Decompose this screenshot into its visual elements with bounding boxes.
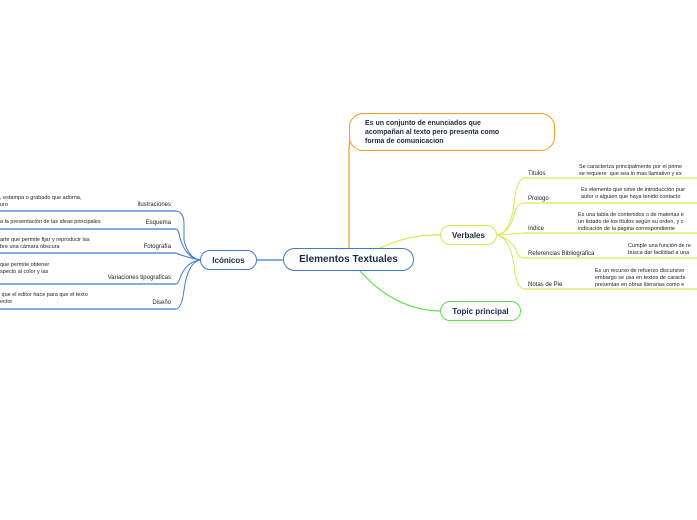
iconicos-item-label[interactable]: Variaciones tipograficas	[107, 275, 171, 281]
iconicos-item-text: que permite obtener specto al color y la…	[0, 262, 50, 275]
iconicos-item-text: arte que permite fijar y reproducir las …	[0, 237, 90, 250]
central-topic-label: Elementos Textuales	[299, 254, 398, 265]
verbales-label: Verbales	[452, 230, 485, 240]
iconicos-node[interactable]: Icónicos	[200, 250, 257, 270]
verbales-item-text: Se caracteriza principalmente por el pri…	[579, 164, 683, 177]
line-central-topic	[359, 270, 441, 312]
verbales-underlines	[524, 177, 697, 290]
iconicos-branches	[175, 210, 201, 310]
iconicos-item-label[interactable]: Ilustraciones	[137, 202, 171, 208]
verbales-item-label[interactable]: Titulos	[528, 171, 546, 177]
iconicos-item-text: , estampa o grabado que adorna, uro	[0, 195, 82, 208]
iconicos-item-label[interactable]: Fotografía	[143, 244, 171, 250]
iconicos-label: Icónicos	[212, 255, 245, 265]
central-topic[interactable]: Elementos Textuales	[283, 248, 414, 271]
iconicos-underlines	[0, 210, 176, 310]
description-text: Es un conjunto de enunciados que acompañ…	[365, 119, 500, 145]
verbales-node[interactable]: Verbales	[440, 225, 497, 245]
verbales-item-label[interactable]: Prologo	[528, 196, 549, 202]
verbales-item-text: Es un recurso de refuerzo discursivo emb…	[595, 268, 686, 288]
description-node[interactable]: Es un conjunto de enunciados que acompañ…	[349, 113, 555, 151]
verbales-item-text: Es elemento que sirve de introducción pu…	[581, 187, 685, 200]
iconicos-item-text: a la presentación de las ideas principal…	[0, 219, 101, 225]
verbales-branches	[496, 177, 525, 290]
verbales-item-text: Es una tabla de contenidos o de materias…	[578, 212, 684, 232]
topic-principal-node[interactable]: Topic principal	[440, 301, 521, 321]
verbales-item-label[interactable]: Referencias Bibliografica	[528, 251, 595, 257]
iconicos-item-label[interactable]: Esquema	[145, 220, 171, 226]
topic-principal-label: Topic principal	[452, 306, 509, 316]
verbales-item-label[interactable]: Notas de Pie	[528, 282, 563, 288]
iconicos-item-text: que el editor hace para que el texto ect…	[0, 292, 88, 305]
line-central-verbales	[379, 234, 441, 249]
verbales-item-text: Cumple una función de re busca dar facil…	[628, 243, 691, 256]
verbales-item-label[interactable]: Indice	[528, 226, 545, 232]
iconicos-item-label[interactable]: Diseño	[152, 300, 171, 306]
